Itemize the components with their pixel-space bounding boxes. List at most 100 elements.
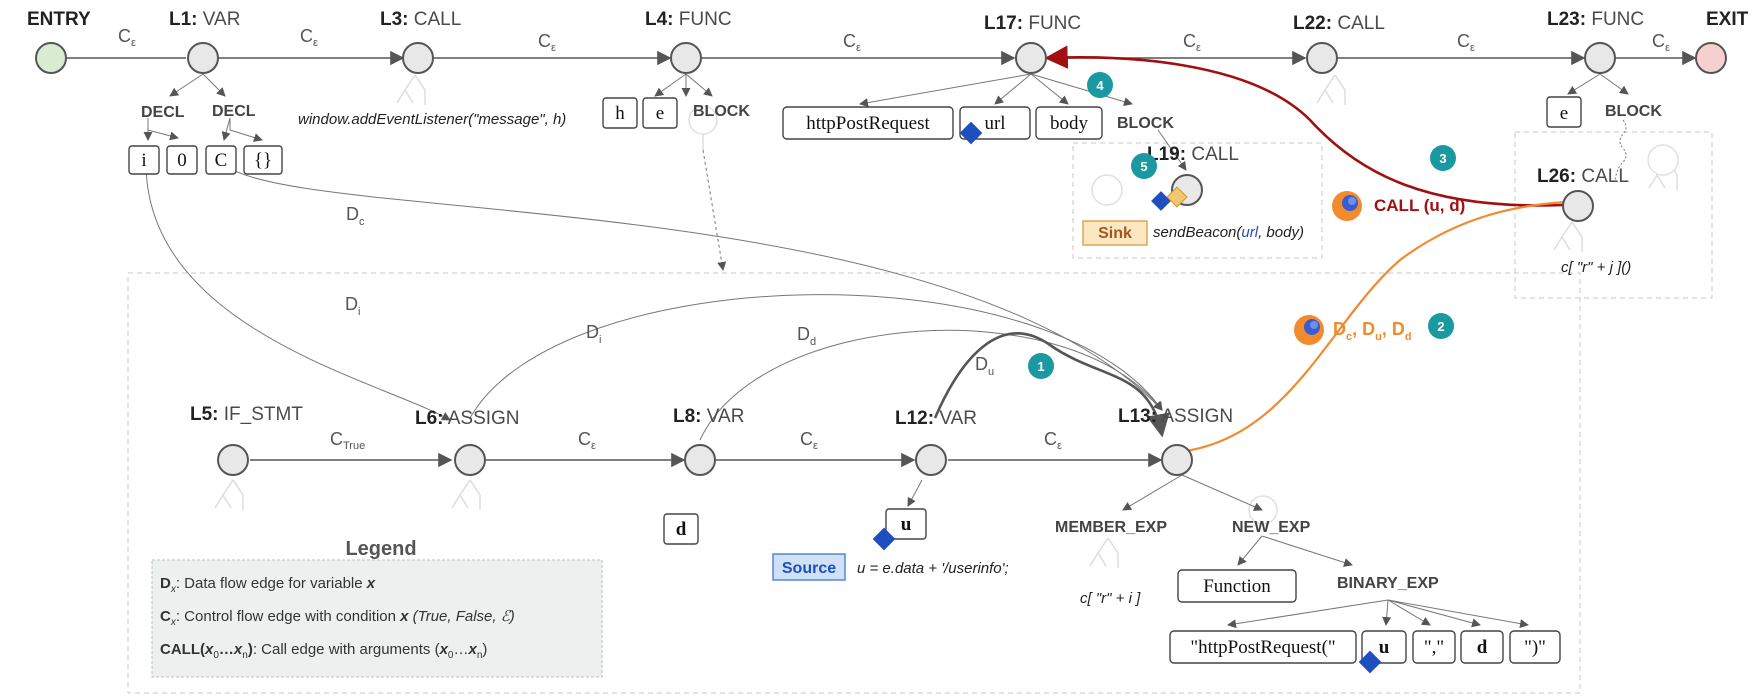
- box-body[interactable]: [1035, 106, 1103, 140]
- svg-text:h: h: [615, 103, 625, 124]
- svg-text:body: body: [1050, 113, 1089, 134]
- svg-text:Di: Di: [586, 322, 601, 346]
- svg-text:Dx: Data flow edge for variabl: Dx: Data flow edge for variable x: [160, 575, 376, 595]
- box-e2[interactable]: [1546, 96, 1582, 128]
- legend-title: Legend: [345, 538, 416, 560]
- l22-node[interactable]: [1306, 42, 1338, 74]
- box-http-string[interactable]: [1169, 630, 1357, 664]
- svg-text:u: u: [1379, 637, 1390, 658]
- svg-text:Source: Source: [782, 560, 836, 577]
- svg-text:CTrue: CTrue: [330, 429, 365, 452]
- svg-text:0: 0: [177, 150, 187, 171]
- svg-text:NEW_EXP: NEW_EXP: [1232, 519, 1311, 536]
- svg-text:L6: ASSIGN: L6: ASSIGN: [415, 408, 520, 429]
- l5-node[interactable]: [217, 444, 249, 476]
- svg-text:u: u: [901, 514, 912, 535]
- l26-frame: [1514, 131, 1713, 299]
- exit-node[interactable]: [1695, 42, 1727, 74]
- box-httppostrequest[interactable]: [782, 106, 954, 140]
- svg-text:BLOCK: BLOCK: [1605, 103, 1662, 120]
- step-badge-3: 3: [1430, 145, 1456, 171]
- l12-node[interactable]: [915, 444, 947, 476]
- l1-node[interactable]: [187, 42, 219, 74]
- box-i[interactable]: [128, 145, 160, 175]
- svg-text:L8: VAR: L8: VAR: [673, 406, 744, 427]
- svg-text:L12: VAR: L12: VAR: [895, 408, 977, 429]
- code-annotations: window.addEventListener("message", h) c[…: [298, 111, 1631, 607]
- source-tag[interactable]: Source: [772, 553, 846, 581]
- svg-text:Cx: Control flow edge with con: Cx: Control flow edge with condition x (…: [160, 608, 515, 628]
- l13-node[interactable]: [1161, 444, 1193, 476]
- svg-text:Cε: Cε: [1652, 31, 1670, 54]
- svg-text:u = e.data + '/userinfo';: u = e.data + '/userinfo';: [857, 560, 1009, 577]
- svg-text:c[ "r" + j ](): c[ "r" + j ](): [1561, 259, 1631, 276]
- call-edge-l26-l17: [1044, 45, 1564, 207]
- taint-diamond-u: [872, 527, 896, 551]
- box-d[interactable]: [663, 513, 699, 545]
- data-flow-edges: [145, 162, 1170, 441]
- node-labels: ENTRY EXIT L1: VAR L3: CALL L4: FUNC L17…: [27, 9, 1749, 429]
- svg-text:")": ")": [1524, 637, 1546, 658]
- svg-text:L13: ASSIGN: L13: ASSIGN: [1118, 406, 1233, 427]
- legend: Legend Dx: Data flow edge for variable x…: [151, 538, 603, 678]
- ast-labels: DECL DECL BLOCK BLOCK BLOCK MEMBER_EXP N…: [141, 103, 1662, 592]
- box-c[interactable]: [205, 145, 237, 175]
- svg-text:Cε: Cε: [800, 429, 818, 452]
- svg-text:Dc: Dc: [346, 204, 365, 228]
- box-d2[interactable]: [1460, 630, 1504, 664]
- l6-node[interactable]: [454, 444, 486, 476]
- svg-text:",": ",": [1424, 637, 1444, 658]
- sink-tag[interactable]: Sink: [1082, 220, 1148, 246]
- svg-text:Function: Function: [1203, 576, 1271, 597]
- l17-node[interactable]: [1015, 42, 1047, 74]
- step-badges: 1 2 3 4 5: [1028, 72, 1456, 379]
- svg-text:Cε: Cε: [538, 31, 556, 54]
- svg-text:L17: FUNC: L17: FUNC: [984, 13, 1081, 34]
- l8-node[interactable]: [684, 444, 716, 476]
- step-badge-2: 2: [1428, 313, 1454, 339]
- sink-diamond-l19: [1166, 186, 1188, 208]
- data-flow-labels: Dc Di Di Dd Du: [345, 204, 994, 378]
- svg-text:Di: Di: [345, 294, 360, 318]
- l26-node[interactable]: [1562, 190, 1594, 222]
- l3-node[interactable]: [402, 42, 434, 74]
- svg-text:Dc, Du, Dd: Dc, Du, Dd: [1333, 319, 1412, 343]
- svg-text:Sink: Sink: [1098, 225, 1132, 242]
- l23-node[interactable]: [1584, 42, 1616, 74]
- svg-text:DECL: DECL: [212, 103, 256, 120]
- svg-text:Cε: Cε: [1457, 31, 1475, 54]
- svg-text:BINARY_EXP: BINARY_EXP: [1337, 575, 1439, 592]
- top-edge-labels: Cε Cε Cε Cε Cε Cε Cε: [118, 26, 1670, 54]
- svg-text:Cε: Cε: [1044, 429, 1062, 452]
- lower-edge-labels: CTrue Cε Cε Cε: [330, 429, 1062, 452]
- box-h[interactable]: [602, 97, 638, 129]
- svg-text:Cε: Cε: [118, 26, 136, 49]
- taint-diamond-u2: [1358, 650, 1382, 674]
- svg-text:{}: {}: [254, 150, 272, 171]
- svg-text:c[ "r" + i ]: c[ "r" + i ]: [1080, 590, 1141, 607]
- ast-edges: [143, 73, 1629, 629]
- svg-text:CALL(x0…xn): Call edge with ar: CALL(x0…xn): Call edge with arguments (x…: [160, 641, 487, 661]
- svg-text:"httpPostRequest(": "httpPostRequest(": [1190, 637, 1335, 658]
- box-paren[interactable]: [1509, 630, 1561, 664]
- svg-text:MEMBER_EXP: MEMBER_EXP: [1055, 519, 1167, 536]
- box-e[interactable]: [642, 97, 678, 129]
- svg-text:L4: FUNC: L4: FUNC: [645, 9, 732, 30]
- svg-text:i: i: [141, 150, 146, 171]
- box-function[interactable]: [1177, 569, 1297, 603]
- l4-node[interactable]: [670, 42, 702, 74]
- browser-icon: [1332, 191, 1362, 221]
- box-zero[interactable]: [166, 145, 198, 175]
- svg-text:2: 2: [1437, 319, 1444, 334]
- step-badge-5: 5: [1131, 153, 1157, 179]
- svg-text:e: e: [1560, 103, 1568, 124]
- entry-node[interactable]: [35, 42, 67, 74]
- svg-text:5: 5: [1140, 159, 1147, 174]
- l19-frame: [1072, 142, 1323, 259]
- box-u[interactable]: [885, 508, 927, 540]
- box-comma[interactable]: [1412, 630, 1456, 664]
- svg-text:Du: Du: [975, 354, 994, 378]
- box-obj[interactable]: [243, 145, 283, 175]
